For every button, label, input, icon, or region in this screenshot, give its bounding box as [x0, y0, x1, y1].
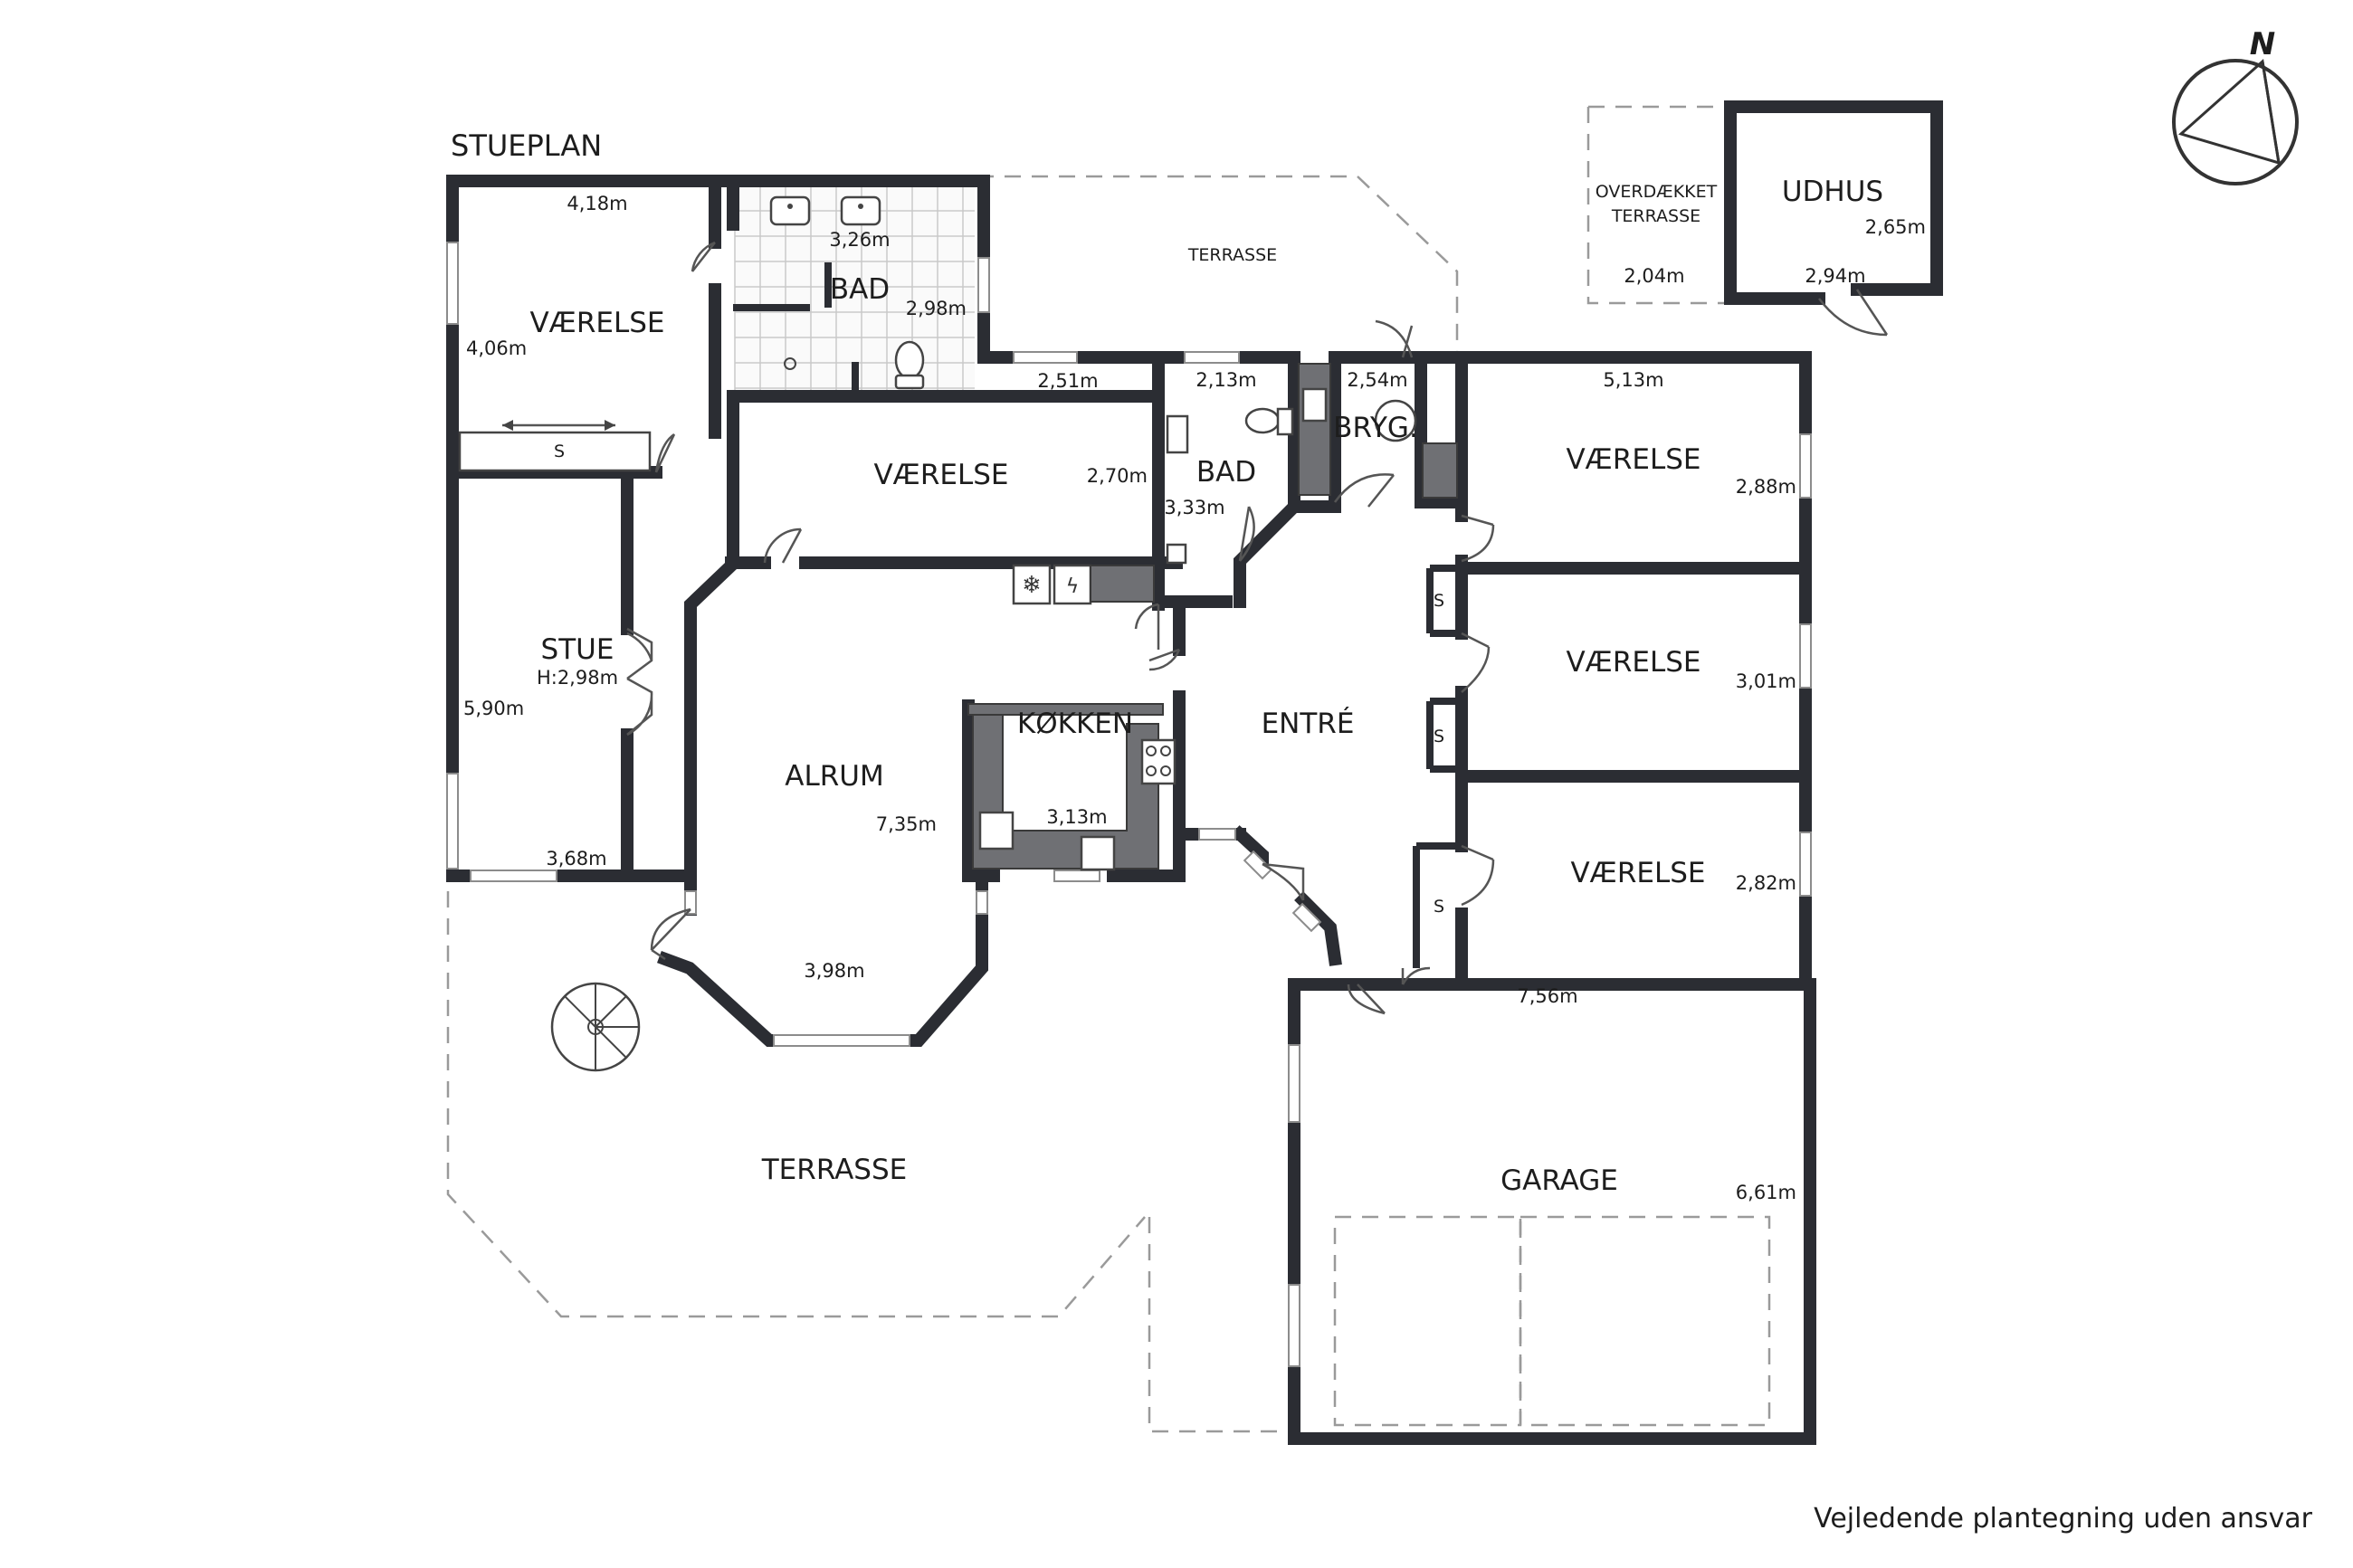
room-name-terrasse-top: TERRASSE	[1187, 245, 1277, 265]
dim-garage-width: 7,56m	[1517, 985, 1577, 1007]
plan-title: STUEPLAN	[451, 128, 602, 163]
closet-label-2: S	[1434, 591, 1444, 611]
room-name-bad-2: BAD	[1196, 456, 1256, 489]
closet-label-4: S	[1434, 897, 1444, 917]
room-name-bryg: BRYG.	[1333, 412, 1418, 444]
north-label: N	[2250, 26, 2275, 62]
dim-vaerelse-1-width: 4,18m	[567, 193, 627, 214]
dim-udhus-depth: 2,65m	[1865, 216, 1926, 238]
dim-bad-2-width: 2,13m	[1196, 369, 1256, 391]
dim-stue-height: H:2,98m	[537, 667, 618, 689]
dim-vaerelse-3-depth: 2,88m	[1736, 476, 1796, 498]
dim-udhus-width: 2,94m	[1805, 265, 1865, 287]
room-name-stue: STUE	[541, 633, 614, 666]
labels: N STUEPLAN VÆRELSE 4,18m 4,06m BAD 3,26m…	[451, 26, 2313, 1535]
room-name-vaerelse-5: VÆRELSE	[1570, 857, 1705, 889]
terrace-outlines	[446, 105, 1724, 1433]
svg-text:❄: ❄	[1022, 572, 1042, 599]
svg-text:ϟ: ϟ	[1066, 575, 1080, 598]
room-name-garage: GARAGE	[1500, 1164, 1618, 1197]
walls	[446, 100, 1943, 1445]
room-name-overdaekket-2: TERRASSE	[1611, 206, 1700, 226]
dim-koekken-width: 3,13m	[1046, 806, 1107, 828]
dim-overdaekket-width: 2,04m	[1624, 265, 1684, 287]
dim-vaerelse-2-width: 2,51m	[1037, 370, 1098, 392]
doors	[626, 241, 1889, 1015]
dim-alrum-width: 3,98m	[804, 960, 864, 982]
dim-bad-1-depth: 2,98m	[906, 298, 967, 319]
closet-label-3: S	[1434, 727, 1444, 746]
disclaimer: Vejledende plantegning uden ansvar	[1814, 1503, 2313, 1535]
dim-bad-1-width: 3,26m	[829, 229, 890, 251]
room-name-bad-1: BAD	[830, 273, 890, 306]
room-name-terrasse-bottom: TERRASSE	[761, 1154, 908, 1186]
room-name-vaerelse-3: VÆRELSE	[1566, 443, 1700, 476]
room-name-vaerelse-2: VÆRELSE	[873, 459, 1008, 491]
room-name-koekken: KØKKEN	[1017, 708, 1133, 740]
closet-label-1: S	[554, 442, 565, 461]
dim-vaerelse-4-depth: 3,01m	[1736, 670, 1796, 692]
windows	[446, 242, 1812, 1367]
room-name-vaerelse-1: VÆRELSE	[529, 307, 664, 339]
room-name-overdaekket-1: OVERDÆKKET	[1596, 182, 1718, 202]
room-name-entre: ENTRÉ	[1262, 708, 1355, 740]
room-name-udhus: UDHUS	[1782, 176, 1883, 208]
room-name-vaerelse-4: VÆRELSE	[1566, 646, 1700, 679]
dim-stue-depth: 5,90m	[463, 698, 524, 719]
dim-garage-depth: 6,61m	[1736, 1182, 1796, 1203]
room-name-alrum: ALRUM	[785, 760, 883, 793]
dim-vaerelse-2-depth: 2,70m	[1087, 465, 1148, 487]
dim-vaerelse-3-width: 5,13m	[1603, 369, 1663, 391]
dim-vaerelse-1-depth: 4,06m	[466, 337, 527, 359]
dim-vaerelse-5-depth: 2,82m	[1736, 872, 1796, 894]
dim-bryg-width: 2,54m	[1347, 369, 1407, 391]
dim-alrum-depth: 7,35m	[876, 813, 937, 835]
fixtures: ❄ ϟ	[458, 195, 1771, 1427]
north-arrow-icon	[2172, 59, 2299, 185]
dim-stue-width: 3,68m	[546, 848, 606, 870]
dim-bad-2-depth: 3,33m	[1164, 497, 1224, 518]
